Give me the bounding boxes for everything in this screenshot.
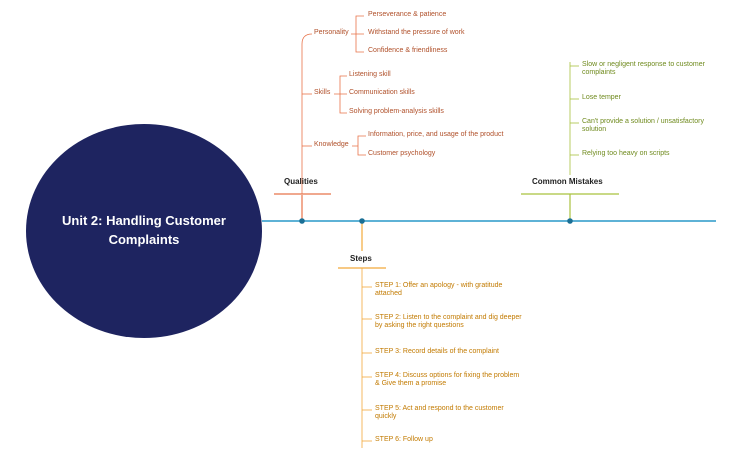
root-topic[interactable]: Unit 2: Handling Customer Complaints [26,124,262,338]
skills-item[interactable]: Listening skill [349,71,391,78]
knowledge-item[interactable]: Customer psychology [368,150,436,157]
mistake-ticks [570,65,579,156]
step-item[interactable]: STEP 5: Act and respond to the customer … [375,405,504,421]
personality-bracket [351,15,364,53]
skills-bracket [334,75,347,114]
mistake-item[interactable]: Slow or negligent response to customer c… [582,61,705,77]
step-item[interactable]: STEP 2: Listen to the complaint and dig … [375,314,522,330]
qualities-group-personality[interactable]: Personality [314,29,349,36]
steps-joint-dot [359,218,365,224]
knowledge-bracket [352,135,366,156]
mistakes-heading[interactable]: Common Mistakes [532,177,603,186]
qualities-trunk [301,33,313,194]
step-ticks [362,286,372,442]
mistake-item[interactable]: Lose temper [582,94,621,101]
mistake-item[interactable]: Relying too heavy on scripts [582,150,670,157]
qualities-group-knowledge[interactable]: Knowledge [314,141,349,148]
step-item[interactable]: STEP 3: Record details of the complaint [375,348,499,355]
knowledge-item[interactable]: Information, price, and usage of the pro… [368,131,504,138]
root-title: Unit 2: Handling Customer Complaints [62,213,226,247]
mistakes-joint-dot [567,218,573,224]
skills-item[interactable]: Communication skills [349,89,415,96]
skills-item[interactable]: Solving problem-analysis skills [349,108,444,115]
step-item[interactable]: STEP 4: Discuss options for fixing the p… [375,372,520,388]
step-item[interactable]: STEP 6: Follow up [375,436,433,443]
qualities-heading[interactable]: Qualities [284,177,318,186]
step-item[interactable]: STEP 1: Offer an apology - with gratitud… [375,282,503,298]
personality-item[interactable]: Perseverance & patience [368,11,447,18]
personality-item[interactable]: Withstand the pressure of work [368,29,465,36]
steps-heading[interactable]: Steps [350,254,372,263]
mistake-item[interactable]: Can't provide a solution / unsatisfactor… [582,118,704,134]
qualities-joint-dot [299,218,305,224]
personality-item[interactable]: Confidence & friendliness [368,47,448,54]
qualities-group-skills[interactable]: Skills [314,89,331,96]
